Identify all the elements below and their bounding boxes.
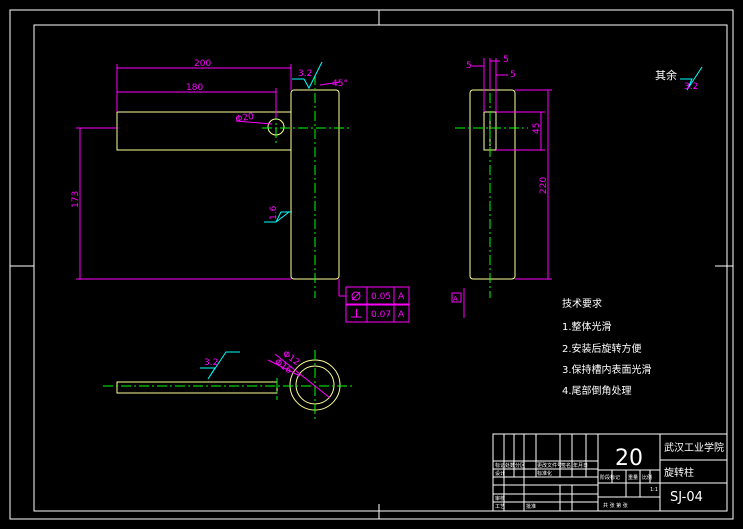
dim-hole-diameter: Φ20 xyxy=(235,112,255,125)
row-label-1: 标记 xyxy=(495,462,505,469)
tech-note-4: 4.尾部倒角处理 xyxy=(562,384,632,397)
material-label: 20 xyxy=(615,446,643,471)
dim-180: 180 xyxy=(186,83,203,93)
row-label-3: 分区 xyxy=(515,462,525,469)
school-name: 武汉工业学院 xyxy=(664,441,724,454)
centring-marks xyxy=(10,10,733,519)
tolerance-value-1: 0.05 xyxy=(371,292,391,302)
row2-label-4: 重量 xyxy=(628,474,638,481)
other-finish-value: 3.2 xyxy=(684,82,698,92)
tech-note-1: 1.整体光滑 xyxy=(562,320,612,333)
dim-200: 200 xyxy=(194,59,211,69)
sheet-label: 共 张 第 张 xyxy=(603,502,628,509)
title-block-texts: 20 武汉工业学院 旋转柱 SJ-04 标记 处数 分区 更改文件号 签名 年月… xyxy=(495,441,724,510)
dim-side-5a: 5 xyxy=(466,61,472,71)
tolerance-datum-1: A xyxy=(398,292,405,302)
bottom-bar xyxy=(116,381,278,394)
row-label-2: 处数 xyxy=(505,462,515,469)
tolerance-value-2: 0.07 xyxy=(371,310,391,320)
ratio-value: 1:1 xyxy=(650,487,658,493)
front-dimension-lines xyxy=(76,64,341,280)
horizontal-bar xyxy=(116,111,292,151)
tech-notes: 技术要求 1.整体光滑 2.安装后旋转方便 3.保持槽内表面光滑 4.尾部倒角处… xyxy=(562,297,652,397)
side-centerlines xyxy=(455,75,528,298)
bottom-centerlines xyxy=(103,350,352,420)
dim-220: 220 xyxy=(539,177,549,194)
process-label: 工艺 xyxy=(495,504,505,510)
row-label-6: 年月日 xyxy=(573,462,588,469)
row2-label-2: 标准化 xyxy=(537,470,552,477)
row-label-4: 更改文件号 xyxy=(537,462,562,469)
dim-45: 45 xyxy=(532,123,542,134)
roughness-top-value: 3.2 xyxy=(298,69,312,79)
side-post xyxy=(469,89,516,280)
dim-173: 173 xyxy=(71,191,81,208)
dim-side-5c: 5 xyxy=(510,70,516,80)
row-label-5: 签名 xyxy=(561,462,571,469)
front-view xyxy=(76,61,352,298)
dim-angle: 45° xyxy=(332,79,348,89)
roughness-symbol-bottom xyxy=(200,351,240,380)
tolerance-datum-2: A xyxy=(398,310,405,320)
roughness-symbol-mid xyxy=(264,211,292,223)
row2-label-1: 设计 xyxy=(495,470,505,477)
side-dimension-lines xyxy=(472,58,552,280)
ring-outer xyxy=(289,359,341,411)
outer-frame xyxy=(9,9,734,520)
dimension-texts: 200 180 Φ20 173 45° 3.2 1.6 5 5 5 45 220… xyxy=(71,55,549,376)
part-name: 旋转柱 xyxy=(664,466,694,479)
tolerance-frames xyxy=(338,279,410,323)
side-view xyxy=(451,58,552,318)
tech-note-3: 3.保持槽内表面光滑 xyxy=(562,363,652,376)
tech-notes-title: 技术要求 xyxy=(562,297,602,310)
drawing-number: SJ-04 xyxy=(670,490,703,505)
row2-label-3: 阶段标记 xyxy=(600,474,620,481)
dim-side-5b: 5 xyxy=(503,55,509,65)
bottom-dimension-lines xyxy=(267,353,331,399)
tech-note-2: 2.安装后旋转方便 xyxy=(562,342,642,355)
roughness-symbol-top xyxy=(292,61,323,90)
row2-label-5: 比例 xyxy=(642,474,652,481)
bottom-view xyxy=(103,350,352,420)
datum-marker xyxy=(451,288,465,318)
other-finish: 其余 3.2 xyxy=(655,68,698,92)
datum-label: A xyxy=(453,295,458,303)
title-block xyxy=(492,433,728,512)
other-finish-label: 其余 xyxy=(655,68,677,82)
other-finish-symbol xyxy=(680,66,703,91)
review-label: 审核 xyxy=(495,495,505,502)
inner-frame xyxy=(33,24,728,512)
approve-label: 批准 xyxy=(526,503,536,510)
roughness-mid-value: 1.6 xyxy=(269,205,279,220)
roughness-bottom-value: 3.2 xyxy=(204,358,218,368)
tolerance-texts: 0.05 A 0.07 A xyxy=(371,292,405,320)
